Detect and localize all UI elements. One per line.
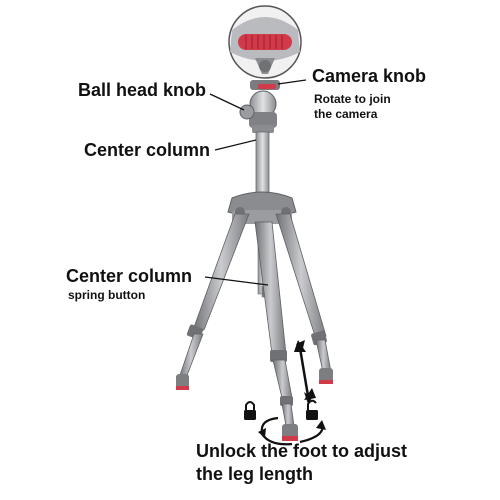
double-arrow-vertical-icon <box>294 340 316 404</box>
foot-instruction-line2: the leg length <box>196 464 313 484</box>
label-center-column: Center column <box>84 140 211 160</box>
label-ball-head-knob: Ball head knob <box>78 80 207 100</box>
tripod-leg-right <box>275 213 333 384</box>
label-spring-button-note: spring button <box>68 288 146 302</box>
tripod-leg-left <box>176 213 250 390</box>
center-column-tube <box>255 131 270 203</box>
rotate-arrowhead-left <box>258 428 266 438</box>
camera-knob-closeup <box>228 5 302 79</box>
camera-knob-note-line2: the camera <box>314 107 378 121</box>
foot-instruction-line1: Unlock the foot to adjust <box>196 441 407 461</box>
leader-lines <box>204 79 307 286</box>
rotate-arrowhead-right <box>316 420 326 430</box>
lock-icon <box>244 401 256 420</box>
tripod-leg-front <box>254 221 298 441</box>
label-spring-button-title: Center column <box>66 266 193 286</box>
camera-knob-note-line1: Rotate to join <box>314 92 391 106</box>
label-camera-knob: Camera knob <box>312 66 427 86</box>
unlock-icon <box>306 399 318 420</box>
ball-head <box>239 80 280 133</box>
